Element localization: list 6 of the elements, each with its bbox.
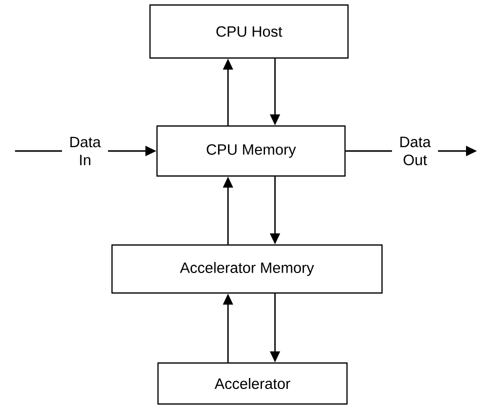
process-box: Accelerator	[157, 362, 348, 405]
process-box: Accelerator Memory	[111, 244, 383, 294]
edge-label: Data In	[62, 136, 108, 166]
process-box: CPU Host	[149, 4, 349, 59]
edge-label: Data Out	[392, 136, 438, 166]
process-box: CPU Memory	[156, 125, 346, 177]
